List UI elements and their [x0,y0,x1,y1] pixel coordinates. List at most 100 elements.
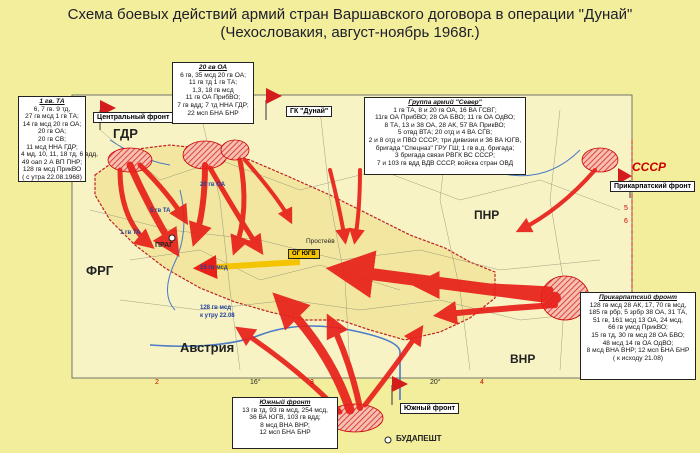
attack-arrow [188,162,212,247]
box-line: 1,3, 18 гв мсд [192,86,234,94]
box-lines: 128 гв мсд 28 АК, 17, 70 гв мсд,185 гв р… [583,302,693,363]
info-box-prikarp: Прикарпатский фронт 128 гв мсд 28 АК, 17… [580,292,696,380]
box-line: 20 гв ОА; [37,128,67,136]
box-line: 11 гв тд 1 гв ТА; [188,79,238,87]
box-line: 8 ТА, 13 и 38 ОА, 28 АК, 57 ВА ПрикВО; [384,121,506,129]
flag-label-prikarp: Прикарпатский фронт [610,181,696,192]
box-line: 7 и 103 гв вдд ВДВ СССР, войска стран ОВ… [376,159,514,167]
grid-tick: 3 [310,379,314,386]
box-line: 128 гв мсд 28 АК, 17, 70 гв мсд, [589,301,687,309]
city-label-prostejov: Простеёв [306,238,335,245]
attack-arrow [272,292,355,415]
box-lines: 13 гв тд, 93 гв мсд, 254 мсд,36 ВА ЮГВ, … [235,407,335,437]
attack-arrow [411,271,554,300]
box-line: 22 мсп БНА БНР [187,109,239,117]
flag-gsk [265,88,282,120]
grid-tick: 6 [624,218,628,225]
flag-south [391,376,408,405]
box-line: 6 гв, 35 мсд 20 гв ОА; [180,71,246,79]
unit-label: 1 гв ТА [120,230,141,236]
map-title-line2: (Чехословакия, август-ноябрь 1968г.) [220,24,480,41]
box-header: Прикарпатский фронт [598,294,678,301]
box-line: 11гв ОА ПрибВО; 28 ОА БВО; 11 гв ОА ОдВО… [375,114,515,122]
info-box-yug: Южный фронт 13 гв тд, 93 гв мсд, 254 мсд… [232,397,338,449]
grid-tick: 16° [250,379,261,386]
city-label-prague: ПРАГ [155,242,174,249]
country-label-pnr: ПНР [474,208,500,222]
box-line: 51 гв, 161 мсд 13 ОА, 24 мсд, [593,316,683,324]
box-line: 27 гв мсд 1 гв ТА; [25,113,79,121]
box-line: 2 и 8 отд и ПВО СССР; три дивизии и 36 В… [368,136,522,144]
box-line: 5 отвд ВТА; 20 отд и 4 ВА СГВ; [397,129,493,137]
attack-arrow [230,157,250,256]
ussr-staging-zone [581,147,619,173]
unit-label: 5 гв ТА [150,208,171,214]
attack-arrow [328,168,352,245]
north-staging-zone [220,139,250,161]
box-line: 48 мсд 14 гв ОА ОдВО; [602,339,674,347]
box-line: ( к исходу 21.08) [612,354,664,362]
attack-arrow [117,167,155,249]
attack-arrow [207,165,264,255]
attack-arrow [432,301,558,325]
box-line: 1 гв ТА, 8 и 20 гв ОА, 16 ВА ГСВГ; [393,106,497,114]
box-header: Группа армий "Север" [408,99,482,106]
grid-tick: 5 [624,205,628,212]
box-line: 15 гв тд, 30 гв мсд 28 ОА БВО; [591,331,685,339]
city-label-budapest: БУДАПЕШТ [396,434,442,443]
attack-arrow [362,325,424,408]
grid-tick: 20° [430,379,441,386]
box-line: 14 гв мсд 20 гв ОА; [22,120,82,128]
box-header: 20 гв ОА [198,64,228,71]
box-line: 6, 7 гв. 9 тд, [33,105,71,113]
flag-label-gsk: ГК "Дунай" [286,106,333,117]
box-lines: 6, 7 гв. 9 тд,27 гв мсд 1 гв ТА;14 гв мс… [21,105,98,182]
unit-label: к утру 22.08 [200,313,235,319]
attack-arrow [137,162,189,226]
box-line: 13 гв тд, 93 гв мсд, 254 мсд, [242,406,328,414]
country-label-frg: ФРГ [86,263,114,278]
box-line: 11 мсд ННА ГДР; [26,143,78,151]
country-label-austria: Австрия [180,340,235,355]
box-line: 8 мсд ВНА ВНР; [260,421,310,429]
attack-arrow [515,168,597,233]
attack-arrow [326,313,363,411]
box-header: 1 гв. ТА [39,98,65,105]
box-line: 7 гв вдд; 7 тд ННА ГДР; [177,101,249,109]
box-line: 185 гв рбр, 5 зрбр 38 ОА, 31 ТА, [588,309,688,317]
unit-label: 15 гв мсд [200,265,228,271]
box-line: 4 мд, 10, 11, 18 тд, 6 вдд, [21,151,98,159]
country-label-ussr: СССР [632,160,667,174]
country-label-gdr: ГДР [113,126,138,141]
box-line: 36 ВА ЮГВ, 103 гв вдд; [249,414,321,422]
grid-tick: 4 [480,379,484,386]
box-lines: 1 гв ТА, 8 и 20 гв ОА, 16 ВА ГСВГ;11гв О… [367,107,523,168]
box-header: Южный фронт [259,399,311,406]
attack-arrow [243,158,293,225]
box-line: ( с утра 22.08.1968) [22,173,82,181]
grid-tick: 2 [155,379,159,386]
box-line: 66 гв умсд ПрикВО; [608,324,668,332]
box-line: 3 бригада связи РВГК ВС СССР; [395,152,495,160]
box-line: 49 оап 2 А ВП ПНР; [21,158,83,166]
czechoslovakia-territory [94,144,496,341]
box-line: 11 гв ОА ПрибВО; [185,94,241,102]
flag-label-south: Южный фронт [400,403,460,414]
box-line: 128 гв мсд ПрикВО [22,166,82,174]
box-line: 8 мсд ВНА ВНР; 12 мсп БНА БНР [586,347,690,355]
box-lines: 6 гв, 35 мсд 20 гв ОА;11 гв тд 1 гв ТА;1… [175,72,251,118]
attack-arrow [348,168,365,245]
attack-arrow [126,161,180,258]
unit-label: 128 гв мсд [200,305,232,311]
box-line: бригада "Спецназ" ГРУ ГШ; 1 гв в.д. бриг… [375,144,515,152]
unit-label: 20 гв ОА [200,182,226,188]
info-box-1gv-ta: 1 гв. ТА 6, 7 гв. 9 тд,27 гв мсд 1 гв ТА… [18,96,98,182]
map-title-line1: Схема боевых действий армий стран Варшав… [67,6,633,23]
budapest-marker [384,436,392,444]
info-box-20gv-oa: 20 гв ОА 6 гв, 35 мсд 20 гв ОА;11 гв тд … [172,62,254,124]
prague-marker [168,234,176,242]
og-ugv-arrow [192,255,301,279]
box-line: 20 гв СВ; [38,135,66,143]
flag-label-central: Центральный фронт [93,112,174,123]
info-box-sever: Группа армий "Север" 1 гв ТА, 8 и 20 гв … [364,97,526,175]
